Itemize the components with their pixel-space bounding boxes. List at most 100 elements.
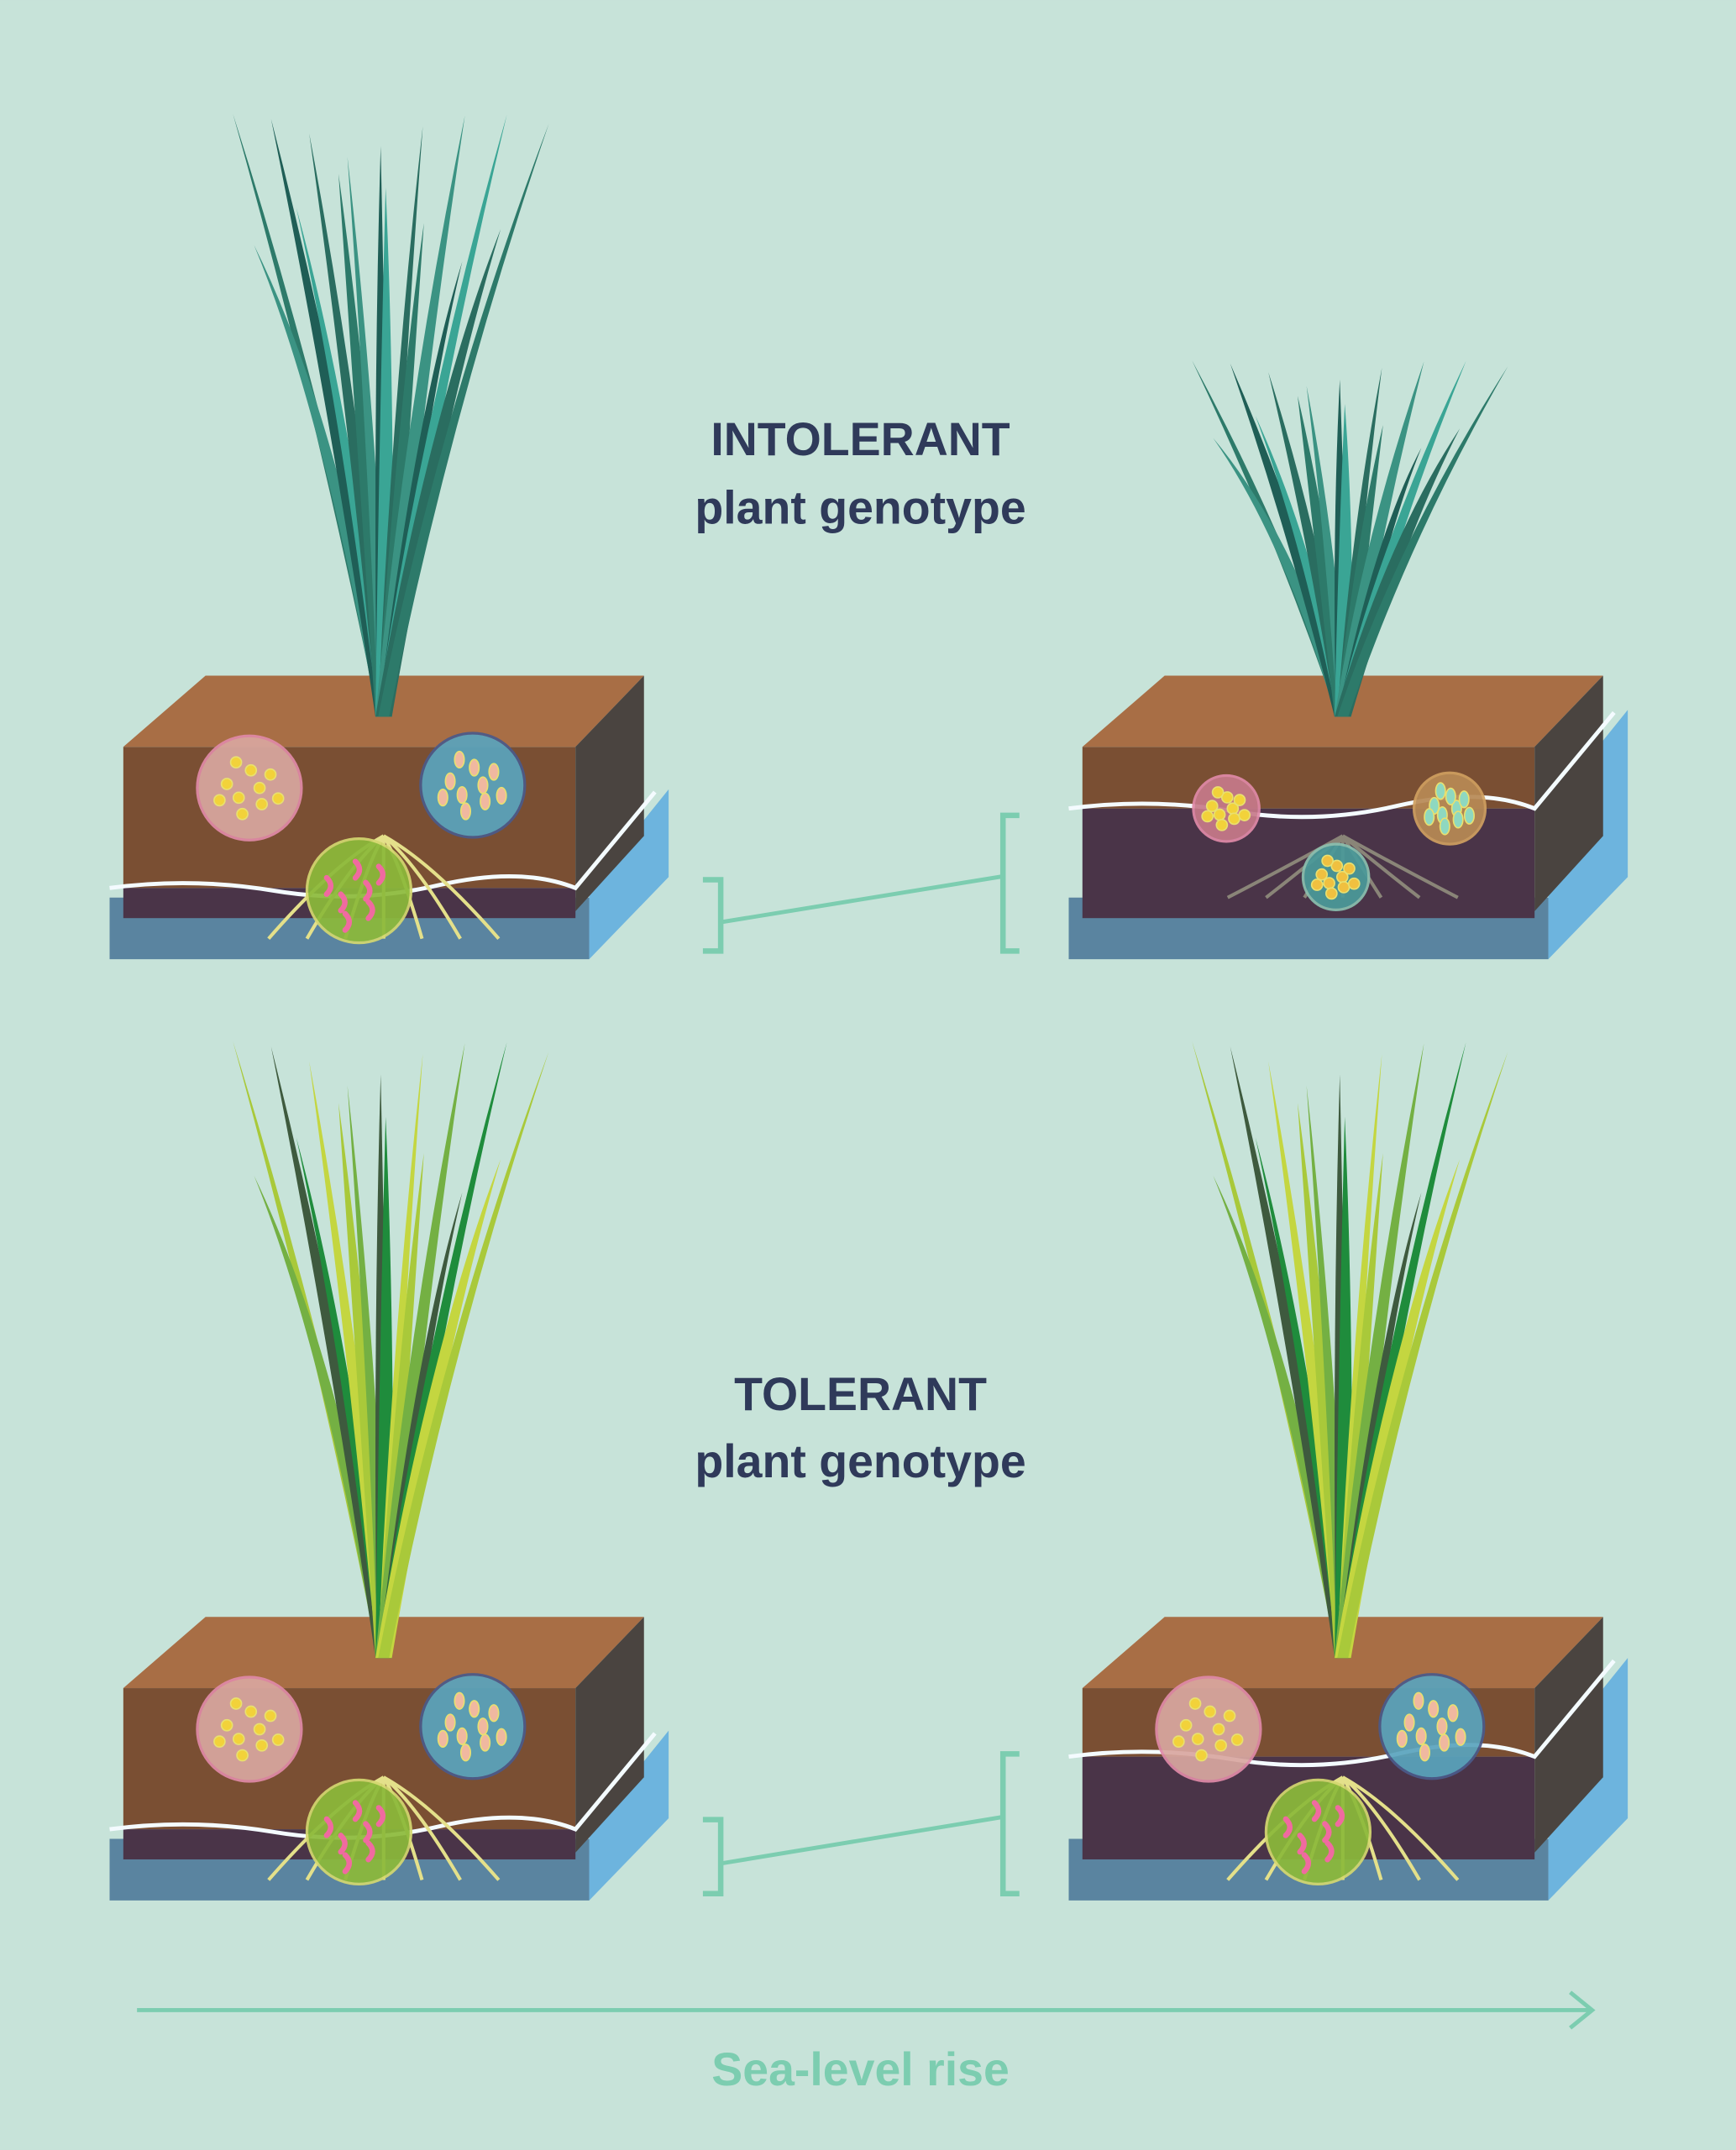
bacterium (469, 758, 480, 777)
bracket-connectors (702, 812, 1020, 1897)
microbe-circle (196, 734, 303, 842)
bacterium (1191, 1733, 1204, 1745)
leaf-blade (1334, 361, 1424, 717)
soil-side (575, 1617, 644, 1853)
bacterium (1238, 809, 1251, 821)
bacterium (365, 899, 375, 921)
root (382, 1775, 501, 1881)
bacterium (477, 776, 489, 794)
bacterium (454, 1691, 465, 1710)
bacterium (365, 1840, 375, 1863)
bacterium (1223, 1709, 1236, 1723)
bacterium (236, 1749, 249, 1762)
bacterium (1310, 878, 1324, 891)
bacterium (437, 1729, 448, 1748)
bacterium (1322, 1821, 1332, 1843)
bacterium (1204, 1705, 1217, 1718)
microbe-circle (305, 836, 413, 945)
bacterium (1415, 1727, 1427, 1745)
bacterium (1205, 800, 1219, 813)
bacterium (220, 1718, 233, 1732)
bacterium (1403, 1713, 1415, 1732)
bacterium (1419, 1744, 1430, 1762)
bacterium (1230, 1733, 1244, 1746)
bacterium (375, 1805, 386, 1828)
soil-side (1534, 675, 1603, 912)
bacterium (496, 1728, 507, 1746)
bacterium (1455, 1728, 1466, 1746)
bacterium (1325, 887, 1338, 900)
bacterium (477, 1717, 489, 1736)
microbe-circle (196, 1675, 303, 1783)
bacterium (220, 778, 233, 790)
bacterium (480, 1733, 491, 1752)
bacterium (352, 858, 363, 881)
sea-level-rise-label: Sea-level rise (711, 2043, 1010, 2095)
bacterium (454, 750, 465, 769)
root (382, 1775, 462, 1881)
microbe-circle (1264, 1778, 1372, 1885)
leaf-blade (1213, 1175, 1350, 1659)
bacterium (1172, 1735, 1185, 1748)
bacterium (229, 1697, 243, 1710)
bacterium (253, 781, 266, 794)
bacterium (342, 910, 353, 933)
bacterium (1188, 1697, 1202, 1710)
bacterium (1337, 881, 1351, 894)
soil-block (1068, 1041, 1628, 1901)
microbe-bubble (1155, 1675, 1262, 1783)
plant-leaves (233, 113, 549, 717)
bacterium (1463, 806, 1475, 825)
bacterium (1282, 1816, 1293, 1838)
plant-leaves (1192, 1041, 1508, 1659)
bacterium (1347, 877, 1361, 890)
microbe-circle (419, 732, 527, 839)
bracket-right (999, 812, 1020, 954)
bacterium (1195, 1749, 1208, 1762)
root (382, 834, 501, 941)
bacterium (1343, 862, 1356, 875)
bacterium (352, 1800, 363, 1822)
bacterium (1212, 1723, 1225, 1736)
leaf-blade (1213, 438, 1350, 717)
bacterium (363, 879, 373, 902)
root (1226, 834, 1344, 899)
bacterium (469, 1700, 480, 1718)
sea-level-rise-arrow (137, 1990, 1596, 2030)
leaf-blade (1337, 1051, 1508, 1659)
bacterium (1413, 1691, 1424, 1710)
bacterium (1215, 818, 1229, 831)
microbe-bubble (1192, 773, 1261, 843)
root (1341, 834, 1459, 899)
bacterium (323, 874, 334, 897)
bacterium (444, 1713, 456, 1732)
bacterium (1297, 1833, 1307, 1855)
leaf-blade (1337, 366, 1508, 717)
bracket-left (702, 877, 724, 954)
bacterium (444, 772, 456, 790)
microbe-circle (305, 1778, 413, 1885)
soil-block (109, 113, 669, 960)
bacterium (496, 786, 507, 805)
bacterium (375, 863, 386, 886)
tolerant-title: TOLERANT (734, 1368, 987, 1420)
bacterium (1447, 1704, 1459, 1723)
bracket-pair (702, 812, 1020, 954)
bacterium (342, 1852, 353, 1875)
leaf-blade (1334, 1043, 1424, 1659)
bacterium (1233, 794, 1246, 806)
bacterium (244, 1705, 258, 1718)
bacterium (236, 807, 249, 821)
tolerant-subtitle: plant genotype (695, 1435, 1025, 1487)
bacterium (1428, 1700, 1440, 1718)
bacterium (488, 1704, 500, 1723)
bacterium (271, 1733, 285, 1746)
bacterium (1220, 791, 1234, 804)
microbe-circle (1155, 1675, 1262, 1783)
leaf-blade (375, 115, 465, 717)
bracket-right (999, 1751, 1020, 1897)
bracket-link (720, 874, 1004, 925)
soil-blocks (109, 113, 1628, 1901)
bacterium (1311, 1800, 1322, 1822)
